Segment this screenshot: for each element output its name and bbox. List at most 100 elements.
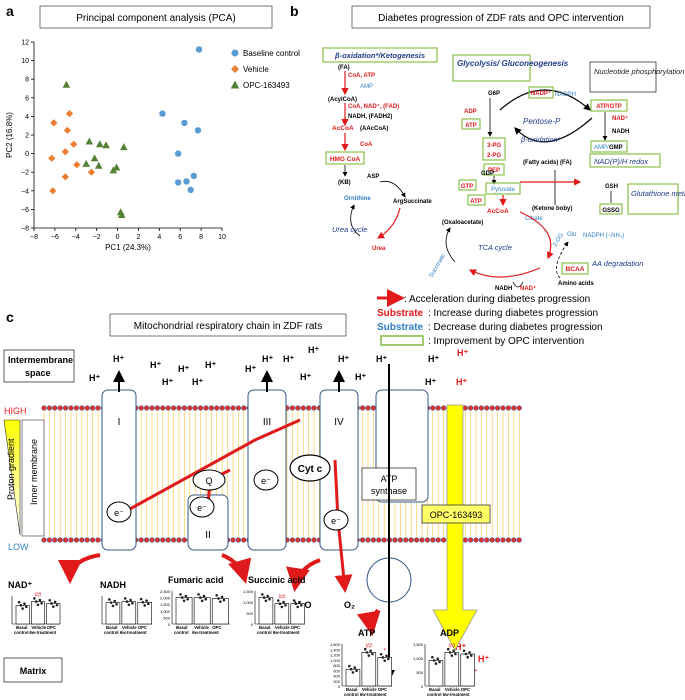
bar-xlabel-treatment: 6w-treatment: [360, 692, 387, 697]
proton-label: H⁺: [376, 354, 387, 364]
lipid-head-top: [440, 405, 447, 411]
reaction-arrow-o2: [286, 558, 321, 592]
lipid-head-bottom: [300, 537, 306, 543]
pca-legend-label: OPC-163493: [243, 81, 290, 90]
pca-point-vehicle: [49, 187, 57, 195]
ubiquinone-label: Q: [205, 476, 212, 486]
proton-label: H⁺: [455, 642, 466, 652]
lipid-head-top: [462, 405, 468, 411]
bar-chart-tick-label: 1,000: [413, 656, 424, 661]
lipid-head-bottom: [68, 537, 74, 543]
pca-point-vehicle: [50, 119, 58, 127]
proton-label: H⁺: [113, 354, 124, 364]
pca-point-baseline: [174, 150, 182, 157]
bar-data-point: [115, 602, 118, 606]
reaction-arrow-succinate: [221, 553, 252, 584]
lipid-head-top: [197, 405, 204, 411]
pca-y-tick-label: −2: [21, 170, 29, 177]
lipid-head-top: [365, 405, 371, 411]
bar-data-point: [186, 597, 189, 601]
intermembrane-label-1: Intermembrane: [8, 355, 73, 365]
bar-data-point: [355, 669, 358, 673]
pca-y-tick-label: 6: [25, 95, 29, 102]
proton-label: H⁺: [178, 364, 189, 374]
lipid-head-bottom: [138, 537, 144, 543]
bar: [428, 660, 444, 687]
lipid-head-bottom: [57, 537, 63, 543]
proton-label: H⁺: [192, 377, 203, 387]
lipid-head-top: [62, 405, 69, 411]
bar-data-point: [131, 601, 134, 605]
pca-point-vehicle: [48, 154, 56, 162]
pca-x-tick-label: 2: [136, 234, 140, 241]
pca-legend-marker-opc: [230, 80, 240, 89]
bar-data-point: [280, 605, 284, 609]
lipid-head-top: [52, 405, 58, 411]
ketone-label: (Ketone boby): [532, 206, 572, 212]
atpgtp-box: [590, 99, 628, 112]
pca-y-tick-label: 10: [21, 58, 29, 65]
adp-label: ADP: [464, 109, 477, 115]
bar-data-point: [48, 598, 52, 602]
bar-data-point: [292, 599, 296, 602]
lipid-head-bottom: [176, 537, 182, 543]
pca-point-opc: [90, 154, 99, 162]
lipid-head-top: [176, 405, 182, 411]
intermembrane-label-2: space: [25, 368, 51, 378]
pca-point-vehicle: [87, 168, 96, 176]
bar-data-point: [34, 600, 38, 603]
nadp-plus-label: NADP⁺: [531, 90, 551, 97]
pca-x-tick-label: −8: [30, 234, 38, 241]
pca-x-tick-label: −4: [72, 234, 80, 241]
2og-label: 2-OG: [553, 232, 566, 248]
arrow-pentose-top: [499, 89, 591, 111]
lipid-head-bottom: [430, 537, 436, 543]
glutathione-box: [627, 183, 679, 215]
bar-data-point: [464, 652, 468, 656]
bar-chart-tick-label: 1,200: [330, 653, 341, 658]
lipid-head-bottom: [478, 537, 485, 543]
bar-xlabel-basal: Basal: [429, 687, 440, 692]
panel-a-title-box: [39, 5, 273, 29]
bar: [290, 603, 305, 625]
bar-data-point: [446, 647, 450, 651]
atp-box-2: [467, 194, 486, 206]
bar-data-point: [450, 654, 454, 657]
nadph-label-1: NADPH: [555, 92, 576, 98]
lipid-head-top: [505, 405, 512, 411]
bar-data-point: [434, 662, 438, 665]
lipid-head-top: [89, 405, 96, 411]
bar-significance-mark: ##: [365, 643, 372, 649]
bar-xlabel-opc: OPC: [212, 625, 221, 630]
legend-green-box: [380, 335, 424, 346]
bar-xlabel-basal: Basal: [106, 625, 117, 630]
proton-label: H⁺: [300, 372, 311, 382]
legend-substrate-blue: Substrate: [377, 322, 424, 333]
lipid-head-bottom: [359, 537, 366, 543]
pca-y-tick-label: −8: [21, 226, 29, 233]
electron-transfer-path: [118, 418, 301, 517]
lipid-head-bottom: [165, 537, 171, 543]
lipid-head-bottom: [408, 537, 414, 543]
gsh-label: GSH: [605, 184, 618, 190]
bar-xlabel-vehicle: Vehicle: [31, 625, 46, 630]
bar-data-point: [349, 667, 353, 671]
bar-data-point: [108, 598, 111, 601]
bar-data-point: [300, 603, 303, 607]
argsuccinate-label: ArgSuccinate: [393, 199, 432, 205]
lipid-head-bottom: [41, 537, 47, 543]
bar: [258, 597, 274, 625]
proton-label: H⁺: [457, 348, 468, 358]
bar-data-point: [38, 598, 42, 602]
accoa-label-2: AcCoA: [487, 208, 509, 215]
bar: [211, 598, 229, 625]
lipid-head-bottom: [392, 537, 398, 543]
nucleotide-label: Nucleotide phosphorylation: [594, 67, 684, 76]
lipid-head-bottom: [413, 537, 420, 543]
bar-data-point: [264, 599, 268, 603]
bar-xlabel-control: control: [427, 692, 442, 697]
proton-label: H⁺: [245, 364, 256, 374]
bar-data-point: [262, 596, 266, 599]
panel-a-title: Principal component analysis (PCA): [76, 13, 236, 24]
